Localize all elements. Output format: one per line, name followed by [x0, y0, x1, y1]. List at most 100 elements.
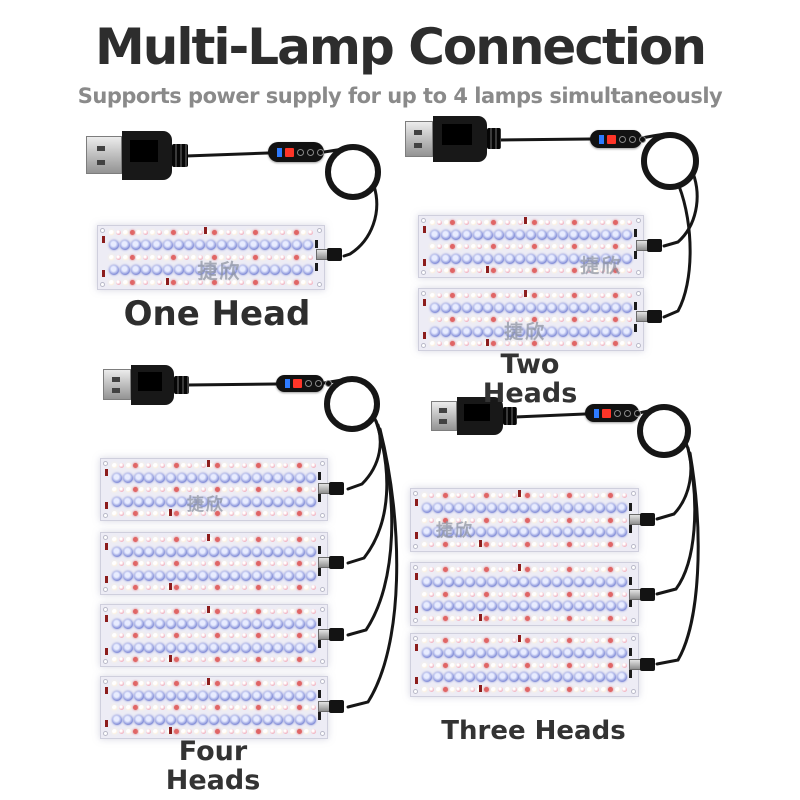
led-dot: [451, 302, 462, 313]
led-dot: [566, 687, 572, 692]
led-dot: [585, 317, 591, 322]
led-dot: [249, 487, 255, 492]
led-dot: [269, 561, 275, 566]
led-dot: [525, 662, 531, 668]
led-dot: [304, 487, 310, 492]
led-dot: [470, 317, 476, 322]
led-dot: [518, 244, 524, 249]
led-dot: [551, 672, 562, 683]
led-dot: [430, 268, 435, 273]
led-dot: [150, 230, 156, 235]
led-dot: [601, 517, 607, 523]
pcb-chip: [102, 236, 105, 244]
led-dot: [160, 705, 166, 710]
led-dot: [276, 633, 282, 638]
led-dot: [518, 567, 524, 572]
led-dot: [525, 567, 531, 572]
led-dot: [112, 714, 122, 725]
panel-connector-plug: [629, 658, 655, 671]
led-dot: [136, 280, 142, 285]
label-line: Heads: [165, 764, 261, 796]
led-dot: [198, 714, 209, 725]
led-dot: [281, 240, 292, 250]
pcb-component: [315, 239, 318, 248]
led-dot: [281, 265, 292, 275]
led-dot: [112, 463, 117, 468]
led-row: [422, 591, 627, 597]
led-dot: [621, 493, 627, 498]
mounting-hole: [636, 218, 641, 223]
led-dot: [594, 662, 600, 668]
led-dot: [225, 255, 231, 260]
led-dot: [484, 493, 490, 498]
led-dot: [579, 220, 585, 225]
usb-body: [433, 116, 487, 162]
led-dot: [208, 546, 219, 557]
led-dot: [208, 570, 219, 581]
led-dot: [573, 502, 584, 513]
led-dot: [531, 244, 537, 249]
led-dot: [166, 537, 172, 542]
led-row: [112, 714, 316, 725]
led-dot: [235, 561, 241, 566]
led-row: [430, 220, 632, 225]
led-dot: [310, 705, 316, 710]
led-row: [112, 657, 316, 662]
led-dot: [518, 687, 524, 692]
led-dot: [198, 255, 204, 260]
led-dot: [211, 230, 217, 235]
brand-watermark: 捷欣: [580, 255, 623, 278]
led-dot: [601, 638, 607, 643]
led-dot: [454, 601, 465, 612]
panel-connector-plug: [318, 482, 344, 495]
led-dot: [118, 463, 124, 468]
led-dot: [122, 230, 128, 235]
led-dot: [273, 714, 284, 725]
led-dot: [173, 633, 179, 638]
led-dot: [606, 576, 617, 587]
led-dot: [165, 472, 176, 483]
led-dot: [259, 265, 270, 275]
led-dot: [218, 280, 224, 285]
led-dot: [235, 705, 241, 710]
led-dot: [122, 496, 133, 507]
led-dot: [486, 672, 497, 683]
led-dot: [294, 230, 300, 235]
led-dot: [176, 690, 187, 701]
led-dot: [613, 317, 619, 322]
led-dot: [228, 487, 234, 492]
led-dot: [530, 672, 541, 683]
led-dot: [504, 244, 510, 249]
led-dot: [208, 511, 214, 516]
led-dot: [454, 672, 465, 683]
led-dot: [122, 255, 128, 260]
led-dot: [551, 576, 562, 587]
led-dot: [283, 537, 289, 542]
led-dot: [270, 240, 281, 250]
led-dot: [187, 714, 198, 725]
led-dot: [198, 280, 204, 285]
brand-watermark: 捷欣: [186, 494, 225, 515]
led-dot: [511, 268, 517, 273]
page-subtitle: Supports power supply for up to 4 lamps …: [77, 84, 723, 108]
led-dot: [525, 638, 531, 643]
led-dot: [146, 705, 152, 710]
led-dot: [532, 616, 538, 621]
led-dot: [606, 601, 617, 612]
led-dot: [201, 585, 207, 590]
led-dot: [497, 616, 503, 621]
led-dot: [221, 609, 227, 614]
led-dot: [283, 561, 289, 566]
led-row: [109, 265, 313, 275]
led-dot: [155, 472, 166, 483]
led-dot: [432, 601, 443, 612]
led-dot: [435, 662, 441, 668]
usb-plug: [103, 365, 189, 405]
pcb-chip: [105, 719, 108, 727]
led-dot: [559, 542, 565, 547]
led-dot: [256, 633, 262, 638]
led-dot: [430, 326, 440, 337]
led-dot: [558, 244, 564, 249]
led-dot: [246, 255, 252, 260]
